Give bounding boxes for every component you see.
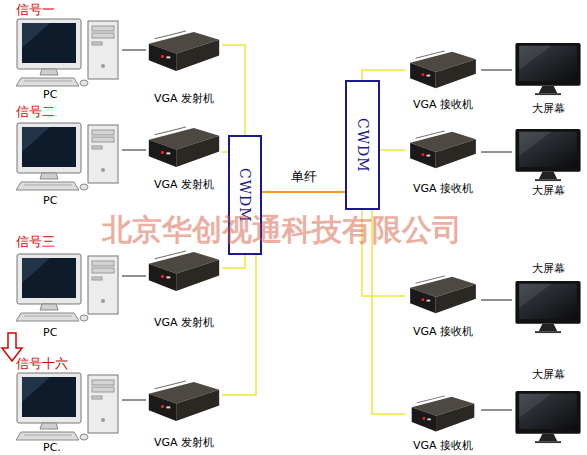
pc-computer: 信号一 PC xyxy=(16,2,122,102)
node-label: 大屏幕 xyxy=(512,102,584,116)
vga-receiver: VGA 接收机 xyxy=(405,395,481,453)
device-illustration xyxy=(405,130,481,172)
device-symbol xyxy=(149,381,219,421)
node-label: VGA 发射机 xyxy=(146,436,222,450)
connector-line xyxy=(362,70,405,80)
device-illustration xyxy=(405,395,481,435)
node-label: PC xyxy=(43,88,122,102)
node-label: VGA 接收机 xyxy=(405,182,481,196)
connector-line xyxy=(122,276,146,277)
pc-computer: 信号二 PC xyxy=(16,104,122,208)
device-illustration xyxy=(512,280,584,334)
node-label: PC. xyxy=(43,441,122,455)
device-symbol xyxy=(410,276,476,313)
device-symbol xyxy=(16,123,118,190)
device-illustration xyxy=(16,18,122,88)
node-label: 大屏幕 xyxy=(512,262,584,276)
watermark: 北京华创视通科技有限公司 xyxy=(102,210,462,251)
connector-line xyxy=(122,400,146,401)
signal-label: 信号十六 xyxy=(16,356,122,372)
node-label: VGA 发射机 xyxy=(146,316,222,330)
vga-transmitter: VGA 发射机 xyxy=(146,30,222,106)
device-symbol xyxy=(16,373,118,440)
device-illustration xyxy=(405,50,481,92)
node-label: 大屏幕 xyxy=(512,184,584,198)
device-symbol xyxy=(412,396,475,432)
device-symbol xyxy=(149,251,219,291)
device-symbol xyxy=(16,254,118,321)
vga-receiver: VGA 接收机 xyxy=(405,275,481,339)
connector-line xyxy=(481,410,512,411)
node-label: 大屏幕 xyxy=(512,368,584,382)
big-screen: 大屏幕 xyxy=(512,262,584,334)
node-label: VGA 接收机 xyxy=(405,439,481,453)
device-symbol xyxy=(515,43,580,95)
cwdm-box: CWDM xyxy=(345,80,380,210)
vga-receiver: VGA 接收机 xyxy=(405,50,481,112)
big-screen: 大屏幕 xyxy=(512,128,584,198)
node-label: VGA 发射机 xyxy=(146,92,222,106)
device-illustration xyxy=(512,128,584,182)
device-illustration xyxy=(146,126,222,171)
node-label: PC xyxy=(43,194,122,208)
device-symbol xyxy=(515,391,580,443)
signal-label: 信号一 xyxy=(16,2,122,18)
connector-line xyxy=(481,300,512,301)
device-illustration xyxy=(16,253,122,323)
device-symbol xyxy=(515,281,580,333)
node-label: VGA 接收机 xyxy=(405,98,481,112)
connector-line xyxy=(122,50,146,51)
node-label: CWDM xyxy=(355,118,371,173)
device-illustration xyxy=(405,275,481,317)
node-label: VGA 接收机 xyxy=(405,325,481,339)
connector-line xyxy=(380,149,405,151)
device-illustration xyxy=(146,250,222,295)
device-symbol xyxy=(515,129,580,181)
device-illustration xyxy=(16,372,122,441)
device-illustration xyxy=(146,380,222,425)
edge-label: 单纤 xyxy=(291,168,317,186)
big-screen: 大屏幕 xyxy=(512,368,584,444)
device-illustration xyxy=(146,30,222,75)
device-symbol xyxy=(410,131,476,168)
big-screen: 大屏幕 xyxy=(512,42,584,116)
device-illustration xyxy=(512,42,584,96)
device-symbol xyxy=(149,127,219,167)
connector-line xyxy=(481,70,512,71)
vga-transmitter: VGA 发射机 xyxy=(146,250,222,330)
node-label: PC xyxy=(43,326,122,340)
vga-transmitter: VGA 发射机 xyxy=(146,126,222,192)
device-illustration xyxy=(512,390,584,444)
node-label: VGA 发射机 xyxy=(146,178,222,192)
device-symbol xyxy=(16,19,118,86)
connector-line xyxy=(481,152,512,153)
vga-transmitter: VGA 发射机 xyxy=(146,380,222,450)
device-symbol xyxy=(410,51,476,88)
connector-line xyxy=(222,255,256,395)
connector-line xyxy=(222,45,245,135)
pc-computer: 信号三PC xyxy=(16,234,122,340)
connector-line xyxy=(222,255,245,268)
pc-computer: 信号十六 PC. xyxy=(16,356,122,455)
connector-line xyxy=(122,150,146,151)
signal-label: 信号二 xyxy=(16,104,122,120)
vga-receiver: VGA 接收机 xyxy=(405,130,481,196)
device-symbol xyxy=(149,31,219,71)
connector-line xyxy=(262,191,345,193)
device-illustration xyxy=(16,122,122,192)
